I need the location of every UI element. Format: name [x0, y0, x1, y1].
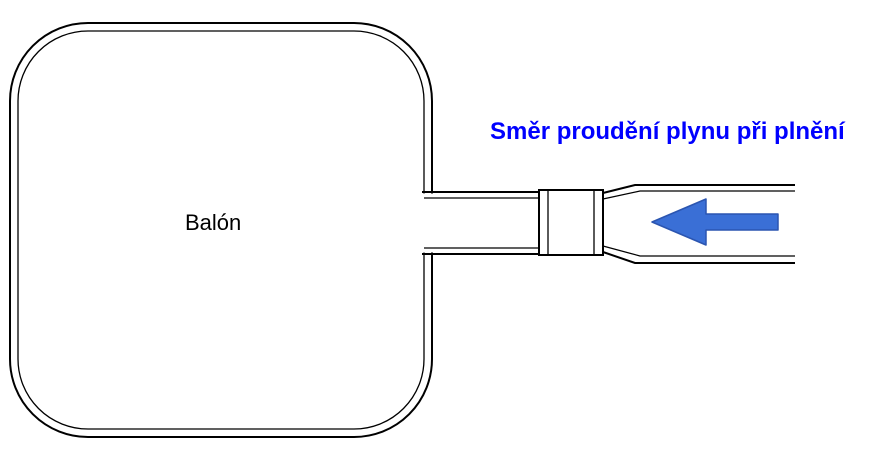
flow-direction-label: Směr proudění plynu při plnění — [490, 118, 846, 145]
valve-sleeve-outline — [538, 189, 604, 256]
inlet-tube-top-inner-wall — [602, 190, 795, 200]
valve-fitting — [538, 189, 604, 256]
flow-direction-arrow — [651, 198, 779, 246]
balloon-neck-opening — [420, 193, 435, 253]
inlet-tube-bottom-wall — [602, 251, 795, 264]
inlet-tube-bottom-inner-wall — [602, 245, 795, 257]
inlet-tube — [602, 184, 795, 264]
neck-tube — [422, 191, 539, 255]
balloon-label: Balón — [185, 210, 241, 235]
balloon-body — [9, 22, 435, 438]
inlet-tube-top-wall — [602, 184, 795, 194]
